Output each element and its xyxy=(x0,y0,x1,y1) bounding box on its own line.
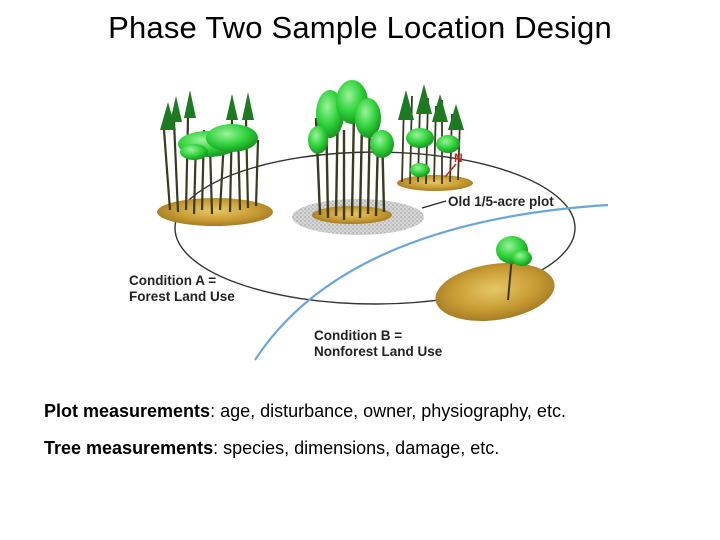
north-label: N xyxy=(454,151,463,165)
tree-measurements-line: Tree measurements: species, dimensions, … xyxy=(44,437,704,460)
condition-a-line1: Condition A = xyxy=(129,273,216,288)
lone-tree-nonforest xyxy=(496,236,532,301)
plot-measurements-text: : age, disturbance, owner, physiography,… xyxy=(210,401,566,421)
condition-boundary-line xyxy=(254,203,609,361)
condition-b-line2: Nonforest Land Use xyxy=(314,344,443,359)
plot-label-leader xyxy=(421,200,447,209)
tree-measurements-text: : species, dimensions, damage, etc. xyxy=(213,438,500,459)
condition-a-line2: Forest Land Use xyxy=(129,289,235,304)
page-title: Phase Two Sample Location Design xyxy=(108,10,612,45)
north-arrow xyxy=(444,163,457,178)
tree-cluster-center xyxy=(308,80,394,220)
sample-location-diagram: N Old 1/5-acre plot Condition A = Forest… xyxy=(120,60,610,380)
old-plot-label: Old 1/5-acre plot xyxy=(448,194,554,209)
nonforest-ground-patch xyxy=(435,263,555,321)
tree-cluster-left xyxy=(160,90,260,215)
tree-cluster-top-right xyxy=(398,84,464,185)
tree-measurements-term: Tree measurements xyxy=(44,438,214,459)
forest-ground-patch-top xyxy=(397,175,473,191)
measurement-list: Plot measurements: age, disturbance, own… xyxy=(44,400,704,475)
plot-measurements-line: Plot measurements: age, disturbance, own… xyxy=(44,400,704,423)
plot-measurements-term: Plot measurements xyxy=(44,401,211,421)
diagram-svg: N Old 1/5-acre plot Condition A = Forest… xyxy=(129,80,609,361)
condition-b-line1: Condition B = xyxy=(314,328,402,343)
